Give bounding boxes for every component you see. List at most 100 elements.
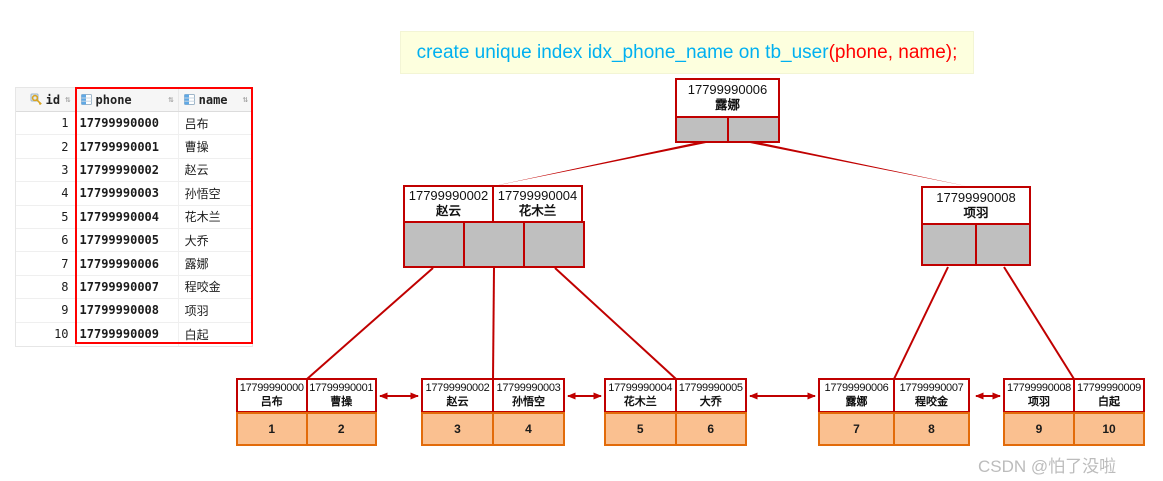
leaf-id-value: 6 (674, 412, 747, 446)
csdn-watermark: CSDN @怕了没啦 (978, 457, 1117, 476)
cell-id[interactable]: 6 (16, 228, 76, 252)
column-label: id (45, 92, 61, 107)
cell-name[interactable]: 赵云 (184, 163, 209, 178)
cell-id[interactable]: 9 (16, 299, 76, 322)
sort-toggle-icon[interactable]: ⇅ (65, 94, 71, 105)
pointer-cell (523, 221, 585, 268)
cell-name[interactable]: 白起 (184, 327, 209, 342)
column-header-id[interactable]: id ⇅ (16, 88, 76, 111)
leaf-phone: 17799990000 (239, 382, 304, 395)
key-cell: 17799990006 露娜 (675, 78, 780, 118)
cell-phone[interactable]: 17799990000 (76, 112, 179, 135)
cell-phone[interactable]: 17799990004 (76, 205, 179, 228)
cell-name[interactable]: 花木兰 (184, 210, 221, 225)
cell-id[interactable]: 2 (16, 135, 76, 158)
edge-to-leaf-5 (1003, 266, 1075, 380)
btree-root-node: 17799990006 露娜 (675, 78, 780, 143)
cell-id[interactable]: 5 (16, 205, 76, 228)
leaf-name: 白起 (1098, 395, 1120, 408)
cell-name[interactable]: 程咬金 (184, 280, 221, 295)
cell-phone[interactable]: 17799990002 (76, 158, 179, 182)
sql-statement: create unique index idx_phone_name on tb… (400, 31, 974, 74)
cell-phone[interactable]: 17799990007 (76, 275, 179, 299)
sql-text-columns: (phone, name); (828, 41, 958, 63)
cell-phone[interactable]: 17799990009 (76, 322, 179, 346)
leaf-id-value: 1 (236, 412, 308, 446)
leaf-name: 大乔 (699, 395, 722, 408)
pointer-cell (975, 223, 1031, 266)
key-phone: 17799990002 (408, 188, 489, 204)
cell-name[interactable]: 项羽 (184, 303, 209, 318)
edge-to-leaf-4 (893, 266, 949, 380)
cell-id[interactable]: 7 (16, 252, 76, 275)
leaf-name: 吕布 (260, 395, 283, 408)
cell-id[interactable]: 4 (16, 182, 76, 205)
cell-id[interactable]: 10 (16, 322, 76, 346)
sort-toggle-icon[interactable]: ⇅ (242, 94, 248, 105)
column-label: name (198, 92, 228, 107)
key-name: 项羽 (963, 205, 989, 220)
cell-id[interactable]: 1 (16, 112, 76, 135)
edge-root-to-right-child (750, 143, 966, 186)
leaf-id-value: 7 (818, 412, 895, 446)
cell-id[interactable]: 3 (16, 158, 76, 182)
leaf-id-value: 10 (1073, 412, 1145, 446)
key-phone: 17799990008 (936, 189, 1016, 205)
pointer-cell (675, 116, 729, 143)
leaf-id-value: 9 (1003, 412, 1075, 446)
cell-phone[interactable]: 17799990006 (76, 252, 179, 275)
leaf-phone: 17799990002 (425, 382, 490, 395)
key-name: 露娜 (714, 98, 740, 113)
btree-internal-node-right: 17799990008 项羽 (921, 186, 1031, 266)
column-label: phone (95, 92, 132, 107)
cell-name[interactable]: 大乔 (184, 233, 209, 248)
leaf-name: 赵云 (446, 395, 469, 408)
column-icon (183, 94, 195, 105)
column-header-name[interactable]: name ⇅ (179, 88, 252, 111)
cell-name[interactable]: 吕布 (184, 116, 209, 131)
leaf-id-value: 2 (305, 412, 377, 446)
column-icon (80, 94, 92, 105)
leaf-name: 曹操 (330, 395, 353, 408)
edge-root-to-left-child (494, 143, 706, 186)
cell-name[interactable]: 露娜 (184, 257, 209, 272)
sort-toggle-icon[interactable]: ⇅ (168, 94, 174, 105)
leaf-phone: 17799990005 (678, 382, 743, 395)
column-header-phone[interactable]: phone ⇅ (76, 88, 179, 111)
leaf-name: 花木兰 (623, 395, 657, 408)
cell-name[interactable]: 曹操 (184, 140, 209, 155)
key-cell: 17799990008 项羽 (921, 186, 1031, 225)
leaf-phone: 17799990006 (824, 382, 889, 395)
key-cell: 17799990002 赵云 (403, 185, 494, 223)
edge-to-leaf-2 (492, 267, 495, 380)
cell-id[interactable]: 8 (16, 275, 76, 299)
edge-to-leaf-3 (554, 267, 677, 380)
leaf-id-value: 8 (893, 412, 970, 446)
leaf-name: 程咬金 (915, 395, 948, 408)
cell-phone[interactable]: 17799990001 (76, 135, 179, 158)
cell-name[interactable]: 孙悟空 (184, 186, 221, 201)
result-grid: id ⇅ phone ⇅ nam (15, 87, 253, 347)
cell-phone[interactable]: 17799990005 (76, 228, 179, 252)
cell-phone[interactable]: 17799990003 (76, 182, 179, 205)
cell-phone[interactable]: 17799990008 (76, 299, 179, 322)
leaf-phone: 17799990009 (1077, 382, 1141, 395)
